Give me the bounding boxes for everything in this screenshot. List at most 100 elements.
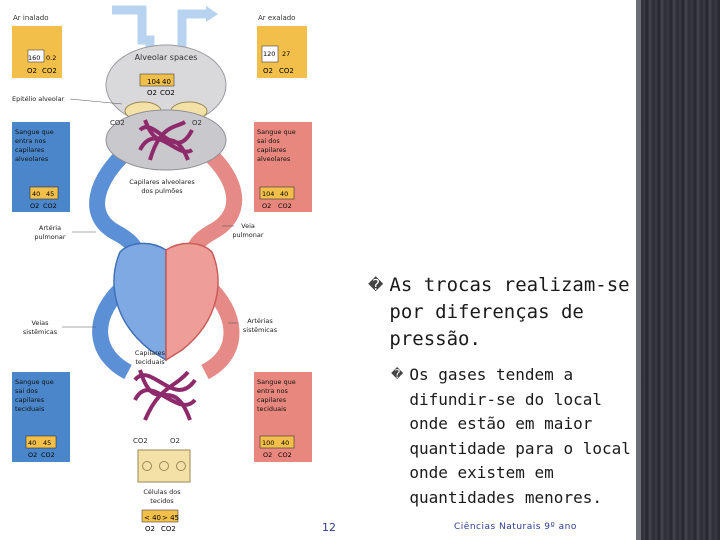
exhaled-co2-value: 27 [282, 50, 290, 58]
box-text: Sangue que [15, 128, 54, 136]
leaving-alveolar-gauge [259, 186, 295, 200]
red-vessel-lower [200, 284, 240, 380]
bullet-glyph: � [391, 367, 404, 381]
tissue-cell-nucleus [176, 461, 186, 471]
gas-label: CO2 [278, 202, 292, 210]
box-text: alveolares [257, 155, 291, 163]
gas-label: O2 [263, 451, 272, 459]
box-text: capilares [15, 396, 45, 404]
alveolar-co2-label: CO2 [160, 89, 175, 97]
box-text: entra nos [15, 137, 46, 145]
tissue-capillary-network [133, 369, 197, 421]
gas-exchange-diagram: Alveolar spaces 104 40 O2 CO2 CO2 O2 Cap… [12, 5, 312, 533]
exhaled-o2-label: O2 [263, 67, 273, 75]
inhaled-gauge [27, 49, 45, 63]
box-text: capilares [15, 146, 45, 154]
entering-tissue-co2-value: 40 [281, 439, 289, 447]
entering-alveolar-co2-value: 45 [46, 190, 54, 198]
box-text: alveolares [15, 155, 49, 163]
leaving-alveolar-co2-value: 40 [280, 190, 288, 198]
exhaled-gauge [261, 45, 279, 63]
gas-label: CO2 [278, 451, 292, 459]
cells-o2-value: < 40 [144, 514, 161, 522]
tissue-capillaries-label-2: teciduais [135, 358, 165, 366]
tissue-cells [137, 449, 191, 483]
box-text: teciduais [257, 405, 287, 413]
inhaled-o2-value: 160 [28, 54, 40, 62]
alveolar-capillaries-label-1: Capilares alveolares [129, 178, 195, 186]
inhale-arrow-icon [112, 5, 155, 52]
page-number: 12 [322, 521, 336, 534]
gas-label: O2 [262, 202, 271, 210]
bullet-item: � As trocas realizam-se por diferenças d… [368, 272, 630, 353]
inhaled-co2-label: CO2 [42, 67, 57, 75]
tissue-o2-tag: O2 [170, 437, 180, 445]
systemic-arteries-label: sistêmicas [243, 326, 278, 334]
cells-co2-label: CO2 [161, 525, 176, 533]
leaving-alveolar-o2-value: 104 [262, 190, 274, 198]
gas-label: O2 [28, 451, 37, 459]
cells-o2-label: O2 [145, 525, 155, 533]
sub-bullet-item: � Os gases tendem a difundir-se do local… [391, 363, 631, 510]
inhaled-co2-value: 0.2 [46, 54, 56, 62]
cells-gauge [141, 509, 179, 523]
heart-right-side [113, 242, 167, 362]
leaving-tissue-co2-value: 45 [43, 439, 51, 447]
heart-left-side [165, 242, 219, 362]
alveolar-o2-value: 104 [147, 78, 161, 86]
pulmonary-artery-label: Artéria [39, 224, 61, 232]
box-text: sai dos [15, 387, 38, 395]
cells-co2-value: > 45 [162, 514, 179, 522]
gas-label: CO2 [41, 451, 55, 459]
tissue-cell-nucleus [142, 461, 152, 471]
alveolar-gauge [139, 73, 175, 87]
epithelium-label: Epitélio alveolar [12, 95, 65, 103]
box-text: Sangue que [257, 128, 296, 136]
box-text: capilares [257, 396, 287, 404]
tissue-cells-label-1: Células dos [143, 488, 181, 496]
exhale-arrowhead-icon [206, 6, 218, 22]
tissue-co2-tag: CO2 [133, 437, 148, 445]
systemic-veins-label: Veias [31, 319, 49, 327]
alveolar-co2-value: 40 [162, 78, 171, 86]
box-text: Sangue que [257, 378, 296, 386]
blue-vessel-lower [92, 284, 133, 380]
entering-alveolar-o2-value: 40 [32, 190, 40, 198]
systemic-veins-label: sistêmicas [23, 328, 58, 336]
leaving-tissue-o2-value: 40 [28, 439, 36, 447]
gas-label: CO2 [43, 202, 57, 210]
epithelium-pointer [69, 98, 123, 105]
alv-o2-tag: O2 [192, 119, 202, 127]
inhaled-air-label: Ar inalado [13, 14, 49, 22]
decorative-sidebar [641, 0, 720, 540]
box-text: entra nos [257, 387, 288, 395]
gas-label: O2 [30, 202, 39, 210]
exhale-arrow-icon [177, 9, 206, 52]
exhaled-o2-value: 120 [263, 50, 275, 58]
alveolar-capillaries-label-2: dos pulmões [141, 187, 183, 195]
box-text: Sangue que [15, 378, 54, 386]
bullet-glyph: � [368, 276, 384, 294]
tissue-cells-label-2: tecidos [150, 497, 174, 505]
footer-caption: Ciências Naturais 9º ano [454, 522, 577, 532]
decorative-edge [636, 0, 641, 540]
tissue-capillaries-label-1: Capilares [135, 349, 166, 357]
exhaled-co2-label: CO2 [279, 67, 294, 75]
tissue-cell-nucleus [159, 461, 169, 471]
entering-tissue-o2-value: 100 [262, 439, 274, 447]
entering-tissue-gauge [259, 435, 295, 449]
entering-alveolar-gauge [29, 186, 59, 200]
exhaled-air-label: Ar exalado [258, 14, 295, 22]
alveolar-spaces-label: Alveolar spaces [135, 53, 198, 62]
bullet-text-1: As trocas realizam-se por diferenças de … [389, 274, 630, 350]
pulmonary-artery-label: pulmonar [34, 233, 65, 241]
box-text: capilares [257, 146, 287, 154]
box-text: teciduais [15, 405, 45, 413]
alv-co2-tag: CO2 [110, 119, 125, 127]
alveolar-o2-label: O2 [147, 89, 157, 97]
inhaled-o2-label: O2 [27, 67, 37, 75]
bullet-text-2: Os gases tendem a difundir-se do local o… [409, 365, 631, 507]
box-text: sai dos [257, 137, 280, 145]
leaving-tissue-gauge [25, 435, 57, 449]
pulmonary-vein-label: Veia [241, 222, 255, 230]
